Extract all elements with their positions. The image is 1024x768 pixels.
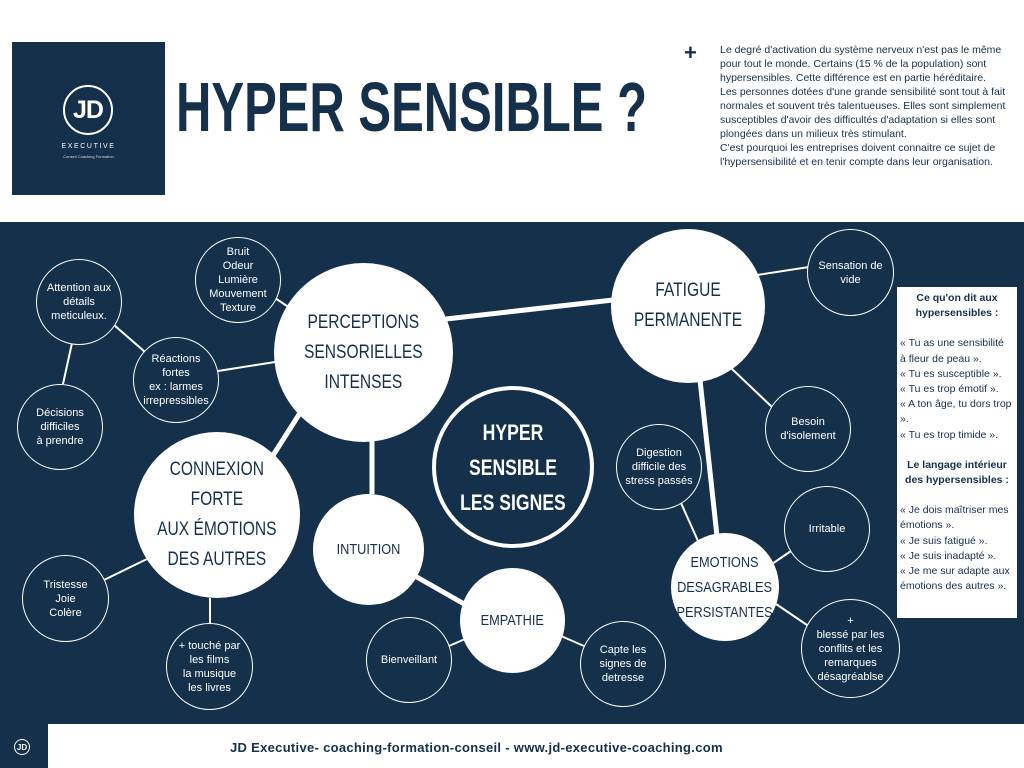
node-label: HYPER SENSIBLE LES SIGNES [460,419,566,515]
panel-heading-others: Ce qu'on dit aux hypersensibles : [915,292,999,320]
intro-paragraph: Le degré d'activation du système nerveux… [720,44,1002,84]
logo-initials: JD [63,85,113,135]
footer-text: JD Executive- coaching-formation-conseil… [230,740,723,755]
leaf-label: Besoin d'isolement [780,416,836,442]
connector-bienveillant [448,638,466,647]
leaf-decisions-difficiles: Décisions difficiles à prendre [17,384,103,470]
panel-heading-inner: Le langage intérieur des hypersensibles … [905,458,1009,487]
leaf-label: Capte les signes de detresse [599,644,647,684]
node-label: PERCEPTIONS SENSORIELLES INTENSES [304,311,423,393]
leaf-label: Réactions fortes ex : larmes irrepressib… [143,353,209,407]
connector-perceptions-fatigue [445,297,614,322]
leaf-bienveillant: Bienveillant [366,617,452,703]
node-intuition: INTUITION [313,494,424,605]
brand-logo: JD EXECUTIVE Conseil Coaching Formation [12,42,165,195]
leaf-tristesse-joie: Tristesse Joie Colère [22,555,109,642]
connector-attention [113,324,146,353]
leaf-label: + blessé par les conflits et les remarqu… [816,614,885,683]
leaf-label: Attention aux détails meticuleux. [46,282,112,322]
connector-fatigue-emotions [697,379,720,537]
connector-besoin [730,367,773,408]
leaf-irritable: Irritable [784,486,870,572]
quotes-panel: Ce qu'on dit aux hypersensibles : « Tu a… [897,287,1017,618]
leaf-label: Irritable [808,523,846,535]
footer-logo-initials: JD [14,739,30,755]
node-emotions-desagreables: EMOTIONS DESAGRABLES PERSISTANTES [671,533,779,641]
leaf-reactions-fortes: Réactions fortes ex : larmes irrepressib… [133,337,219,423]
leaf-bruit-odeur: Bruit Odeur Lumière Mouvement Texture [195,237,281,323]
leaf-label: Bruit Odeur Lumière Mouvement Texture [209,246,267,314]
leaf-touche-films: + touché par les films la musique les li… [166,623,253,710]
connector-capte [560,635,585,647]
leaf-besoin-isolement: Besoin d'isolement [765,386,851,472]
connector-intuition-empathie [413,573,468,608]
leaf-label: Décisions difficiles à prendre [36,407,84,447]
node-hyper-sensible-center: HYPER SENSIBLE LES SIGNES [432,386,594,548]
connector-blesse [775,603,808,626]
leaf-attention-details: Attention aux détails meticuleux. [36,259,122,345]
connector-reactions [217,361,276,372]
connector-decisions [62,342,73,385]
panel-quotes-inner: « Je dois maîtriser mes émotions ». « Je… [900,504,1010,593]
node-fatigue-permanente: FATIGUE PERMANENTE [611,229,765,383]
leaf-label: + touché par les films la musique les li… [178,639,241,694]
node-perceptions-sensorielles: PERCEPTIONS SENSORIELLES INTENSES [274,263,453,442]
node-label: FATIGUE PERMANENTE [633,280,743,331]
leaf-label: Digestion difficile des stress passés [625,447,693,487]
connector-tristesse [103,558,148,581]
plus-icon: + [684,40,697,65]
leaf-blesse-conflits: + blessé par les conflits et les remarqu… [801,599,900,698]
node-label: EMPATHIE [480,612,545,629]
leaf-label: Tristesse Joie Colère [43,578,88,619]
intro-text: Le degré d'activation du système nerveux… [720,43,1018,169]
connector-irritable [771,550,792,565]
connector-sensation [756,266,810,276]
leaf-label: Sensation de vide [818,259,883,286]
node-label: INTUITION [336,541,401,558]
connector-digestion [680,502,699,542]
leaf-digestion: Digestion difficile des stress passés [616,424,702,510]
node-empathie: EMPATHIE [460,568,565,673]
intro-paragraph: C'est pourquoi les entreprises doivent c… [720,142,996,168]
leaf-capte-signes: Capte les signes de detresse [580,621,666,707]
node-label: EMOTIONS DESAGRABLES PERSISTANTES [676,553,774,621]
logo-tagline: Conseil Coaching Formation [63,154,114,159]
leaf-label: Bienveillant [380,654,438,666]
logo-brand: EXECUTIVE [61,143,116,150]
node-connexion-emotions: CONNEXION FORTE AUX ÉMOTIONS DES AUTRES [134,432,300,598]
panel-quotes-others: « Tu as une sensibilité à fleur de peau … [900,337,1012,441]
page-title: HYPER SENSIBLE ? [176,68,648,146]
intro-paragraph: Les personnes dotées d'une grande sensib… [720,86,1006,140]
leaf-sensation-vide: Sensation de vide [807,229,894,316]
connector-perceptions-connexion [269,411,303,459]
footer-logo: JD [0,724,48,768]
node-label: CONNEXION FORTE AUX ÉMOTIONS DES AUTRES [157,459,277,570]
